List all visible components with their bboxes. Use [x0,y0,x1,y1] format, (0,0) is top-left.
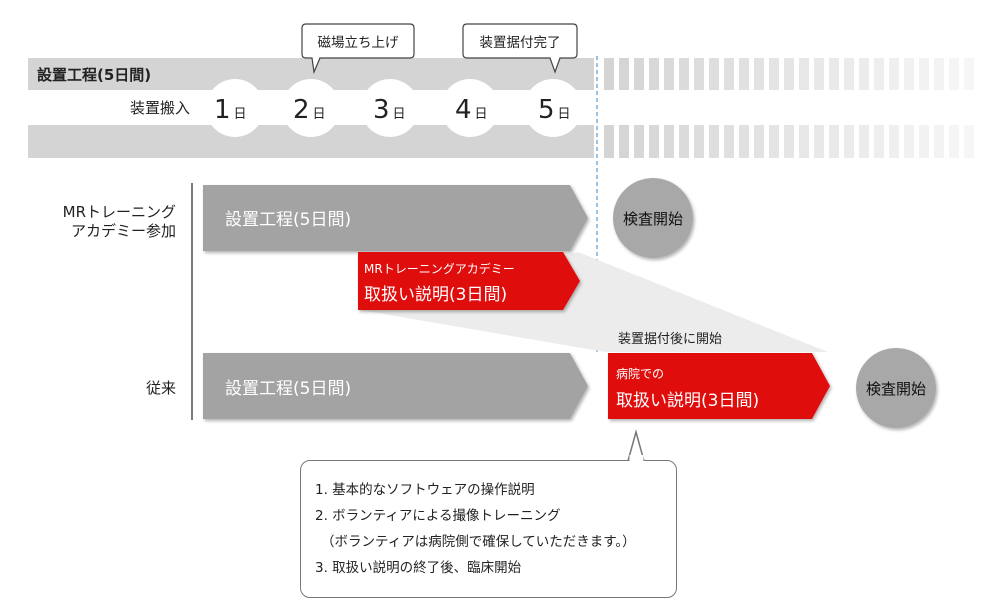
stripe [694,58,704,90]
stripe [919,125,929,158]
stripe [619,125,629,158]
day-circle [524,79,582,137]
stripe [664,125,674,158]
conventional-install-label: 設置工程(5日間) [225,379,351,399]
stripe [784,58,794,90]
day-circle [282,79,340,137]
stripe [739,125,749,158]
mr-exam-start-label: 検査開始 [623,210,683,228]
stripe [724,125,734,158]
conventional-exam-start-circle [856,348,936,428]
conventional-training-main: 取扱い説明(3日間) [616,391,759,411]
stripe [724,58,734,90]
svg-text:磁場立ち上げ: 磁場立ち上げ [318,35,399,51]
stripe [679,125,689,158]
stripe [934,58,944,90]
callout-install-complete: 装置据付完了 [462,23,578,74]
stripe [814,125,824,158]
stripe [769,58,779,90]
stripe [754,125,764,158]
stripe [844,58,854,90]
stripe [949,58,959,90]
stripe [634,125,644,158]
stripe [844,125,854,158]
conventional-install-bar [203,353,588,419]
note-item-2-detail: （ボランティアは病院側で確保していただきます。） [321,534,636,550]
stripe [814,58,824,90]
stripe [949,125,959,158]
stripe [799,125,809,158]
stripe [679,58,689,90]
stripe [904,58,914,90]
day-circle [206,79,264,137]
stripe [619,58,629,90]
stripe [904,125,914,158]
stripe [784,125,794,158]
timeline-row-label: 装置搬入 [130,99,190,117]
mr-training-bar [358,252,580,310]
callout-magnetic-field: 磁場立ち上げ [301,23,415,75]
note-item-1: 1. 基本的なソフトウェアの操作説明 [315,482,535,498]
stripe [859,58,869,90]
mr-install-bar [203,185,588,251]
conventional-exam-start-label: 検査開始 [866,380,926,398]
stripe [859,125,869,158]
timeline-title: 設置工程(5日間) [37,66,151,84]
note-item-2: 2. ボランティアによる撮像トレーニング [315,508,561,524]
stripe [649,125,659,158]
stripe [694,125,704,158]
stripe [874,125,884,158]
note-item-3: 3. 取扱い説明の終了後、臨床開始 [315,560,522,576]
stripe [829,58,839,90]
day-circles [206,79,582,137]
mr-exam-start-circle [613,178,693,258]
stripe [874,58,884,90]
stripe [919,58,929,90]
stripe [769,125,779,158]
day-circle [441,79,499,137]
future-stripes [604,58,974,158]
mr-row-label-line2: アカデミー参加 [71,222,176,240]
stripe [604,58,614,90]
mr-row-label-line1: MRトレーニング [63,203,176,221]
after-install-label: 装置据付後に開始 [618,332,722,347]
shift-shade [360,252,828,352]
stripe [709,125,719,158]
stripe [964,125,974,158]
note-pointer-mask [629,455,644,463]
stripe [829,125,839,158]
day-circle [361,79,419,137]
stripe [604,125,614,158]
svg-text:装置据付完了: 装置据付完了 [480,35,561,51]
notes-box: 1. 基本的なソフトウェアの操作説明 2. ボランティアによる撮像トレーニング … [300,460,677,598]
stripe [889,125,899,158]
stripe [799,58,809,90]
mr-training-main: 取扱い説明(3日間) [364,285,507,305]
stripe [709,58,719,90]
stripe [649,58,659,90]
conventional-training-sub: 病院での [616,366,664,381]
stripe [664,58,674,90]
conventional-training-bar [608,353,830,419]
stripe [964,58,974,90]
mr-training-sub: MRトレーニングアカデミー [364,261,515,276]
stripe [634,58,644,90]
stripe [754,58,764,90]
conventional-row-label: 従来 [146,379,176,397]
stripe [934,125,944,158]
stripe [739,58,749,90]
mr-install-label: 設置工程(5日間) [225,210,351,230]
stripe [889,58,899,90]
